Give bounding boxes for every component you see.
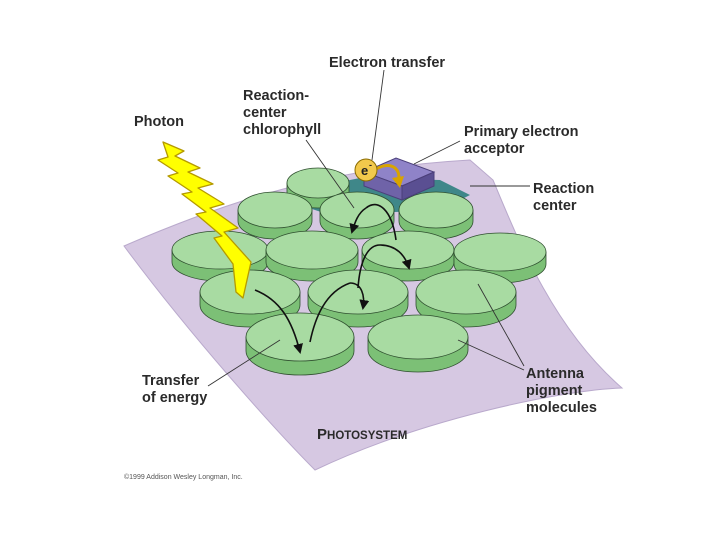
pigment-disc xyxy=(319,191,395,240)
arrow-transfer-5 xyxy=(379,244,412,270)
arrow-transfer-6 xyxy=(365,203,397,241)
label-apm-line-1: Antenna xyxy=(526,366,584,382)
label-photon: Photon xyxy=(134,114,184,130)
leader-antenna-1 xyxy=(477,283,525,367)
leader-antenna-2 xyxy=(457,339,525,371)
electron-icon: e - xyxy=(354,158,404,188)
electron-symbol: e xyxy=(361,163,368,178)
label-apm-line-3: molecules xyxy=(526,400,597,416)
leader-reaction-center-chlorophyll xyxy=(305,139,355,209)
photosystem-title: PHOTOSYSTEM xyxy=(317,426,407,444)
arrow-transfer-2 xyxy=(309,282,351,343)
pigment-disc xyxy=(245,312,355,376)
arrow-transfer-7 xyxy=(349,207,367,234)
pigment-disc xyxy=(237,191,313,240)
arrow-transfer-4 xyxy=(357,244,381,289)
pigment-disc xyxy=(265,230,359,282)
label-pea-line-2: acceptor xyxy=(464,141,525,157)
label-primary-electron-acceptor: Primary electron acceptor xyxy=(464,124,578,158)
label-toe-line-2: of energy xyxy=(142,390,208,406)
arrow-transfer-1 xyxy=(254,289,303,354)
leader-transfer-of-energy xyxy=(207,339,281,387)
photon-bolt-icon xyxy=(157,141,252,299)
photosystem-title-initial: P xyxy=(317,426,328,443)
label-apm-line-2: pigment xyxy=(526,383,583,399)
copyright-notice: ©1999 Addison Wesley Longman, Inc. xyxy=(124,474,243,481)
label-rc-line-2: center xyxy=(533,198,577,214)
energy-transfer-arrows xyxy=(254,203,412,354)
arrow-transfer-3 xyxy=(349,282,370,310)
leader-electron-transfer xyxy=(371,69,385,161)
leader-primary-acceptor xyxy=(413,140,461,165)
label-rcc-line-1: Reaction- xyxy=(243,88,310,104)
label-pea-line-1: Primary electron xyxy=(464,124,579,140)
label-electron-transfer: Electron transfer xyxy=(329,55,446,71)
electron-superscript: - xyxy=(369,160,372,170)
label-rcc-line-3: chlorophyll xyxy=(243,122,322,138)
leader-lines xyxy=(207,69,530,387)
pigment-disc xyxy=(398,191,474,240)
pigment-disc xyxy=(367,314,469,373)
label-rc-line-1: Reaction xyxy=(533,181,595,197)
label-antenna-pigment-molecules: Antenna pigment molecules xyxy=(526,366,597,417)
label-reaction-center-chlorophyll: Reaction- center chlorophyll xyxy=(243,88,321,139)
antenna-discs xyxy=(171,167,547,376)
pigment-disc xyxy=(415,269,517,328)
photosystem-title-rest: HOTOSYSTEM xyxy=(327,430,408,442)
label-reaction-center: Reaction center xyxy=(533,181,594,215)
label-transfer-of-energy: Transfer of energy xyxy=(142,373,207,407)
label-toe-line-1: Transfer xyxy=(142,373,200,389)
label-rcc-line-2: center xyxy=(243,105,287,121)
